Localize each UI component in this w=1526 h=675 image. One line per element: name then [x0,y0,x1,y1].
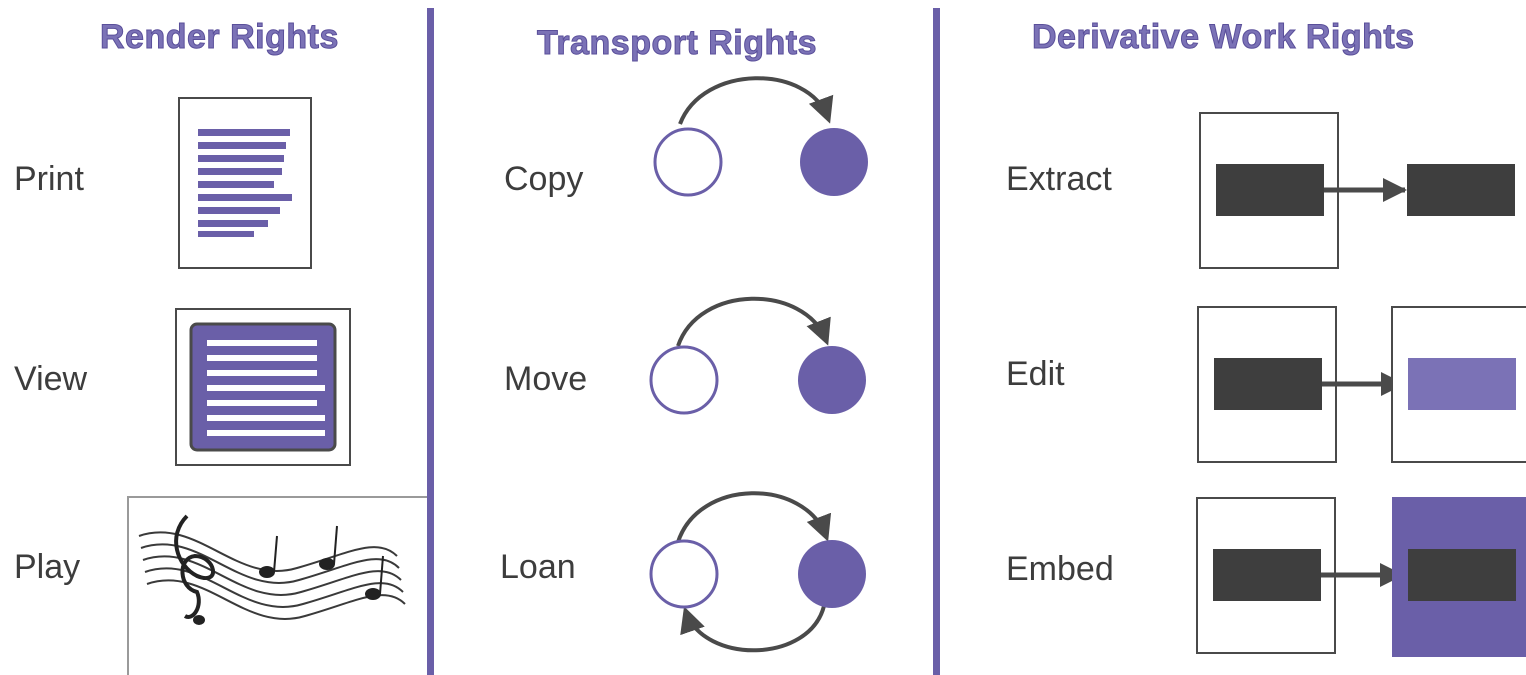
copy-circles-icon [653,76,868,197]
loan-circles-icon [649,491,866,653]
derivative-rights-heading: Derivative Work Rights [1032,18,1415,57]
move-label: Move [504,360,588,398]
embed-label: Embed [1006,550,1114,588]
screen-view-icon [175,308,351,466]
music-staff-icon [127,496,427,675]
extract-label: Extract [1006,160,1112,198]
divider-right [933,8,940,675]
view-label: View [14,360,88,398]
play-label: Play [14,548,81,586]
move-circles-icon [649,296,866,415]
print-label: Print [14,160,84,198]
transport-rights-heading: Transport Rights [536,24,818,63]
loan-label: Loan [500,548,576,586]
edit-label: Edit [1006,355,1065,393]
copy-label: Copy [504,160,584,198]
embed-blocks-icon [1196,497,1526,657]
divider-left [427,8,434,675]
extract-blocks-icon [1199,112,1515,269]
render-rights-heading: Render Rights [100,18,339,57]
document-lines-icon [178,97,312,269]
edit-blocks-icon [1197,306,1526,463]
